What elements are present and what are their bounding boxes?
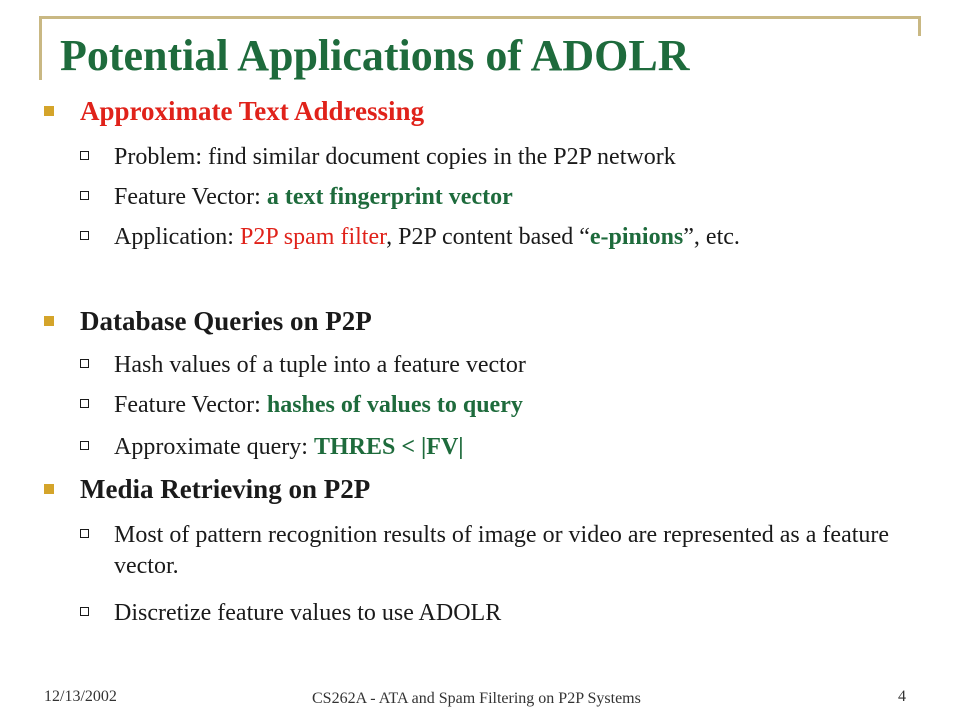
item-highlight: e-pinions xyxy=(589,224,684,250)
item-text: Hash values of a tuple into a feature ve… xyxy=(114,352,526,378)
hollow-square-bullet-icon xyxy=(80,529,89,538)
list-item: Feature Vector: hashes of values to quer… xyxy=(80,390,890,421)
slide-title: Potential Applications of ADOLR xyxy=(60,31,690,80)
list-item: Application: P2P spam filter, P2P conten… xyxy=(80,222,890,253)
item-text: Feature Vector: xyxy=(114,184,267,210)
item-text: Application: xyxy=(114,224,240,250)
footer-date: 12/13/2002 xyxy=(44,688,117,705)
list-item: Most of pattern recognition results of i… xyxy=(80,520,890,582)
list-item-text: Application: P2P spam filter, P2P conten… xyxy=(114,222,890,253)
hollow-square-bullet-icon xyxy=(80,231,89,240)
item-text: ”, etc. xyxy=(683,224,740,250)
item-text: Problem: find similar document copies in… xyxy=(114,144,676,170)
frame-line-right-tick xyxy=(918,16,921,36)
item-text: Most of pattern recognition results of i… xyxy=(114,522,890,579)
item-text: , P2P content based “ xyxy=(386,224,590,250)
list-item: Problem: find similar document copies in… xyxy=(80,142,890,173)
list-item-text: Most of pattern recognition results of i… xyxy=(114,520,890,582)
item-red-text: P2P spam filter xyxy=(239,224,387,250)
hollow-square-bullet-icon xyxy=(80,441,89,450)
page-number: 4 xyxy=(898,688,906,705)
hollow-square-bullet-icon xyxy=(80,191,89,200)
item-highlight: a text fingerprint vector xyxy=(266,184,513,210)
square-bullet-icon xyxy=(44,316,54,326)
list-item-text: Approximate query: THRES < |FV| xyxy=(114,432,890,463)
list-item: Discretize feature values to use ADOLR xyxy=(80,598,890,629)
square-bullet-icon xyxy=(44,484,54,494)
section-heading-label: Approximate Text Addressing xyxy=(80,96,425,126)
list-item-text: Problem: find similar document copies in… xyxy=(114,142,890,173)
item-highlight: THRES < |FV| xyxy=(313,434,464,460)
list-item: Hash values of a tuple into a feature ve… xyxy=(80,350,890,381)
list-item-text: Feature Vector: a text fingerprint vecto… xyxy=(114,182,890,213)
hollow-square-bullet-icon xyxy=(80,359,89,368)
frame-line-horizontal xyxy=(39,16,921,19)
list-item: Feature Vector: a text fingerprint vecto… xyxy=(80,182,890,213)
square-bullet-icon xyxy=(44,106,54,116)
list-item-text: Feature Vector: hashes of values to quer… xyxy=(114,390,890,421)
item-text: Feature Vector: xyxy=(114,392,267,418)
item-highlight: hashes of values to query xyxy=(266,392,523,418)
item-text: Discretize feature values to use ADOLR xyxy=(114,600,502,626)
frame-line-vertical xyxy=(39,16,42,80)
section-heading-label: Media Retrieving on P2P xyxy=(80,474,371,504)
hollow-square-bullet-icon xyxy=(80,399,89,408)
list-item-text: Hash values of a tuple into a feature ve… xyxy=(114,350,890,381)
list-item-text: Discretize feature values to use ADOLR xyxy=(114,598,890,629)
section-heading-label: Database Queries on P2P xyxy=(80,306,372,336)
hollow-square-bullet-icon xyxy=(80,151,89,160)
list-item: Approximate query: THRES < |FV| xyxy=(80,432,890,463)
hollow-square-bullet-icon xyxy=(80,607,89,616)
footer-course-title: CS262A - ATA and Spam Filtering on P2P S… xyxy=(312,690,641,707)
item-text: Approximate query: xyxy=(114,434,314,460)
